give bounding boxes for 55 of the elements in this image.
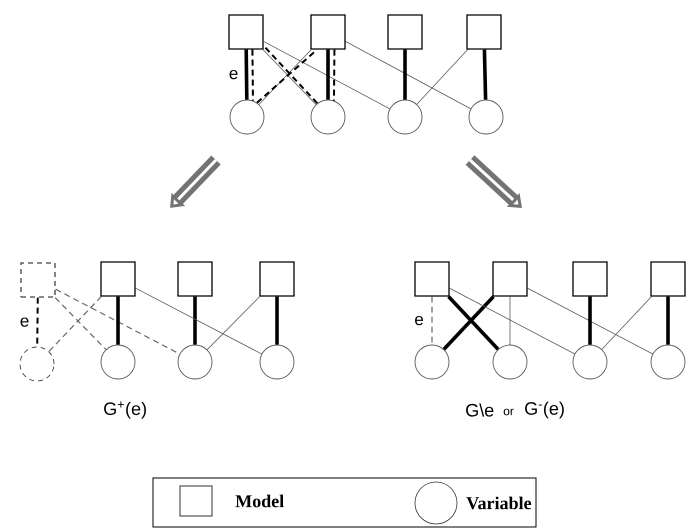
graph-edge bbox=[666, 296, 670, 345]
model-square bbox=[572, 261, 608, 297]
variable-circle bbox=[100, 344, 136, 380]
graph-caption: G$^{-}$(e) bbox=[525, 402, 564, 418]
graph-edge bbox=[416, 49, 468, 105]
graph-edge bbox=[403, 50, 407, 100]
variable-circle bbox=[310, 100, 346, 134]
model-square bbox=[387, 14, 423, 50]
model-square bbox=[492, 261, 528, 297]
model-square bbox=[177, 261, 213, 297]
graph-edge bbox=[244, 50, 249, 100]
variable-circle bbox=[468, 100, 504, 134]
legend-label: Variable bbox=[466, 496, 532, 510]
graph-caption: G$^{+}$(e) bbox=[104, 401, 146, 419]
graph-edge bbox=[326, 50, 330, 100]
model-square bbox=[259, 261, 295, 297]
model-square bbox=[310, 14, 346, 50]
edge-label: e bbox=[18, 316, 30, 328]
graph-edge bbox=[206, 296, 260, 350]
edge-label: e bbox=[413, 314, 425, 326]
graph-edge bbox=[431, 296, 433, 345]
variable-circle bbox=[492, 344, 528, 380]
graph-edge bbox=[449, 288, 575, 354]
graph-edge bbox=[116, 296, 120, 345]
variable-circle bbox=[178, 344, 212, 380]
graph-caption: G\e bbox=[466, 403, 494, 417]
graph-edge bbox=[482, 50, 488, 100]
legend-label: Model bbox=[236, 494, 284, 508]
graph-edge bbox=[48, 296, 102, 352]
variable-circle bbox=[414, 344, 450, 380]
model-square bbox=[466, 14, 502, 50]
dashed-variable-circle bbox=[20, 346, 54, 382]
model-square bbox=[414, 261, 450, 297]
variable-circle bbox=[388, 100, 422, 134]
model-square bbox=[100, 261, 136, 297]
graph-edge bbox=[588, 296, 592, 345]
model-square bbox=[228, 14, 264, 50]
variable-circle bbox=[572, 344, 608, 380]
graph-edge bbox=[251, 50, 254, 101]
graph-edge bbox=[602, 296, 652, 350]
graph-edge bbox=[54, 297, 106, 350]
graph-edge bbox=[332, 50, 336, 101]
dashed-model-square bbox=[20, 262, 56, 298]
graph-edge bbox=[193, 296, 197, 345]
graph-caption: or bbox=[504, 408, 514, 416]
graph-edge bbox=[527, 288, 653, 354]
variable-circle bbox=[650, 344, 686, 380]
graph-edge bbox=[345, 41, 472, 110]
graph-edge bbox=[135, 288, 262, 354]
variable-circle bbox=[230, 100, 264, 134]
graph-edge bbox=[263, 41, 390, 110]
edge-label: e bbox=[228, 68, 240, 80]
variable-circle bbox=[260, 344, 294, 380]
model-square bbox=[650, 261, 686, 297]
graph-edge bbox=[275, 296, 279, 345]
